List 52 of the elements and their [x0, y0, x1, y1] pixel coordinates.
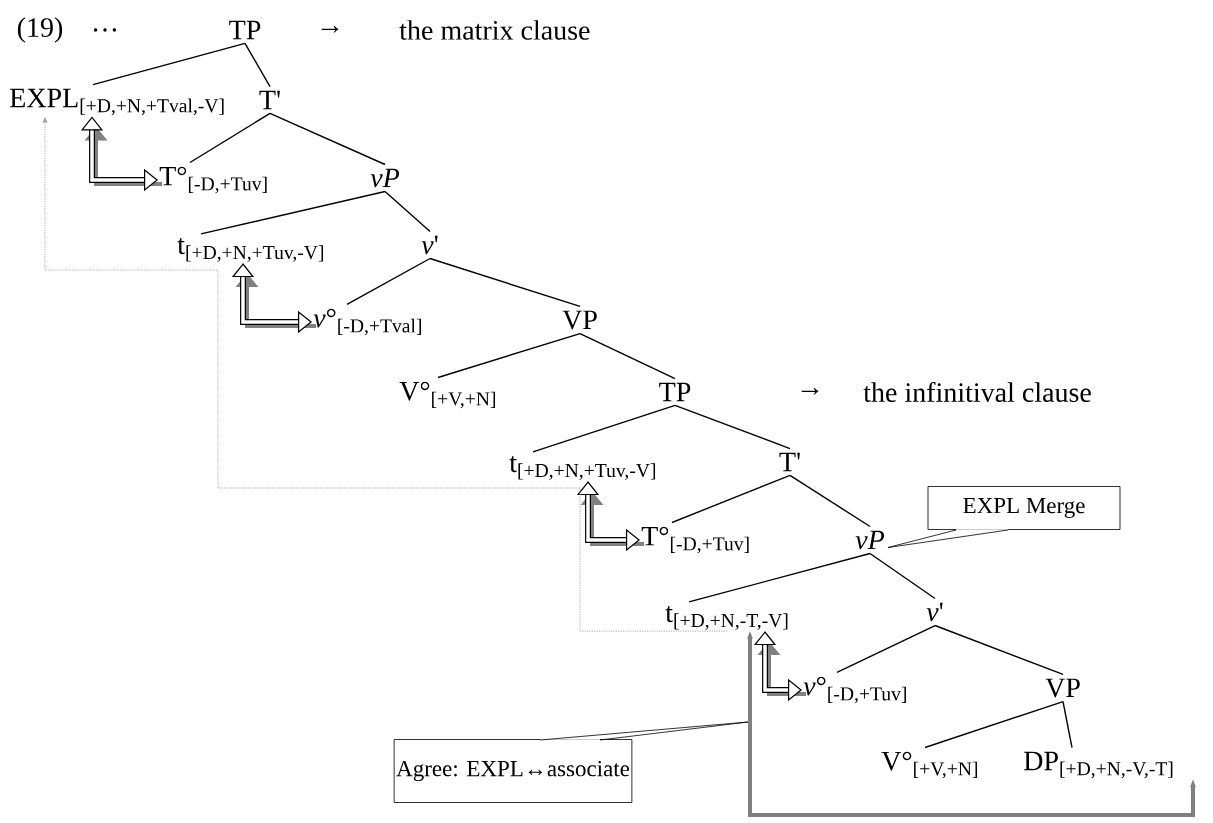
tree-label: T°$_{[-D,+Tuv]}$ — [159, 166, 267, 194]
tree-branch — [269, 112, 386, 166]
tree-branch — [346, 257, 431, 306]
tree-label: T' — [779, 452, 800, 472]
tree-branch — [934, 624, 1064, 676]
tree-branch — [437, 332, 581, 379]
tree-branch — [579, 332, 676, 380]
tree-label: EXPL$_{[+D,+N,+Tval,-V]}$ — [10, 88, 224, 116]
tree-label: v°$_{[-D,+Tuv]}$ — [803, 676, 906, 704]
tree-label: TP — [229, 20, 261, 40]
tree-branch — [429, 257, 581, 308]
tree-label: TP — [659, 382, 691, 402]
tree-branch — [789, 474, 871, 528]
tree-branch — [836, 624, 936, 674]
tree-branch — [671, 474, 791, 524]
header-text: … — [93, 28, 117, 32]
tree-label: vP — [855, 530, 885, 550]
tree-label: VP — [562, 310, 597, 330]
callout-pointer — [539, 721, 749, 741]
callout-pointer — [887, 529, 1009, 548]
tree-label: V°$_{[+V,+N]}$ — [399, 381, 495, 409]
callout-box: Agree: EXPL↔associate — [393, 739, 633, 803]
tree-label: t$_{[+D,+N,-T,-V]}$ — [665, 606, 788, 630]
tree-label: t$_{[+D,+N,+Tuv,-V]}$ — [177, 238, 324, 262]
header-text: → — [321, 26, 339, 33]
header-text: the infinitival clause — [863, 382, 1091, 402]
tree-branch — [189, 112, 271, 164]
tree-label: DP$_{[+D,+N,-V,-T]}$ — [1024, 751, 1173, 779]
tree-label: VP — [1045, 678, 1080, 698]
tree-branch — [200, 190, 386, 235]
tree-branch — [674, 404, 791, 450]
header-text: → — [801, 388, 819, 395]
tree-branch — [1062, 700, 1073, 749]
tree-branch — [869, 552, 936, 600]
tree-branch — [244, 42, 271, 88]
movement-line — [42, 117, 728, 632]
header-text: the matrix clause — [399, 20, 590, 40]
tree-label: t$_{[+D,+N,+Tuv,-V]}$ — [509, 456, 656, 480]
tree-branch — [384, 190, 431, 233]
tree-label: T' — [259, 90, 280, 110]
tree-label: vP — [370, 168, 400, 188]
callout-box: EXPL Merge — [927, 486, 1121, 530]
tree-label: V°$_{[+V,+N]}$ — [881, 751, 977, 779]
tree-label: v' — [421, 235, 438, 255]
tree-label: v°$_{[-D,+Tval]}$ — [313, 308, 421, 336]
tree-label: T°$_{[-D,+Tuv]}$ — [641, 526, 749, 554]
header-text: (19) — [17, 17, 63, 43]
tree-label: v' — [926, 602, 943, 622]
tree-branch — [688, 552, 871, 603]
tree-branch — [924, 700, 1064, 749]
tree-branch — [532, 404, 676, 453]
tree-branch — [92, 42, 246, 86]
